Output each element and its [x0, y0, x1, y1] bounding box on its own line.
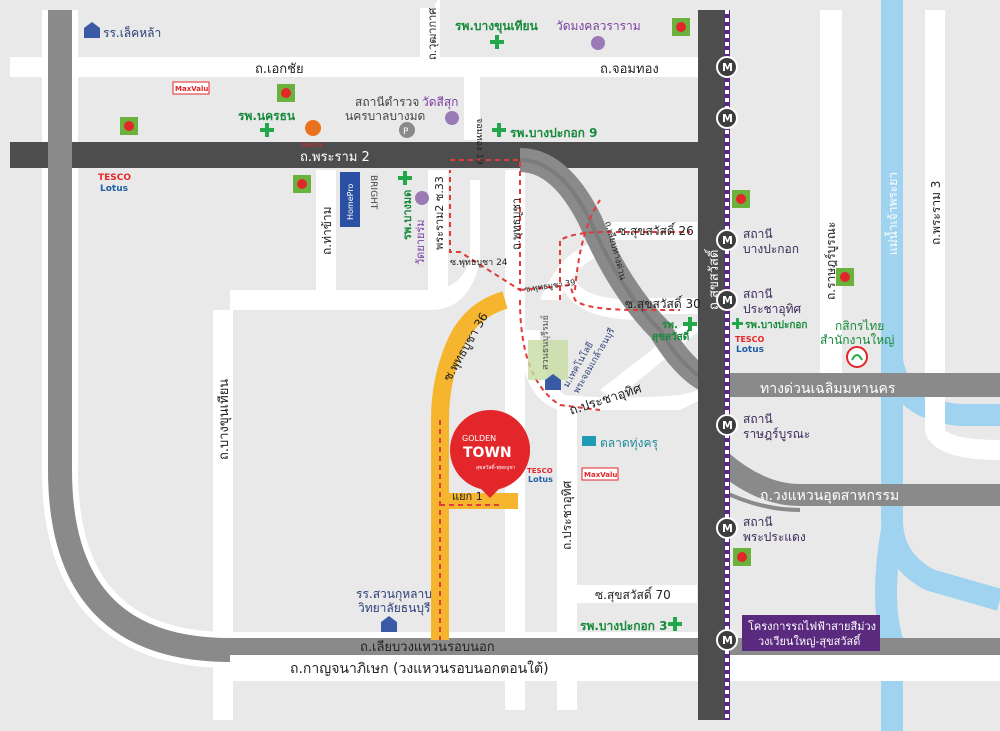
maxvalu-icon-2	[581, 467, 619, 481]
major-roads	[10, 10, 1000, 720]
svg-text:M: M	[722, 234, 733, 247]
road-kanchanaphisek: ถ.กาญจนาภิเษก (วงแหวนรอบนอกตอนใต้)	[290, 660, 549, 677]
hosp-nakhon: รพ.นครธน	[238, 109, 296, 123]
project-label-2: วงเวียนใหญ่-สุขสวัสดิ์	[758, 633, 862, 648]
river-label: แม่น้ำเจ้าพระยา	[884, 172, 900, 255]
school-suankularb-2: วิทยาลัยธนบุรี	[358, 601, 431, 616]
road-rama2soi33: พระราม2 ซ.33	[433, 176, 446, 250]
police-2: นครบาลบางมด	[345, 109, 425, 123]
road-liapwaeng: ถ.เลียบวงแหวนรอบนอก	[360, 639, 495, 655]
station-prachauthit-1: สถานี	[743, 287, 773, 301]
road-industrial-ring: ถ.วงแหวนอุตสาหกรรม	[760, 488, 899, 504]
purple-line-box	[742, 615, 880, 651]
hosp-bangpakok: รพ.บางปะกอก	[745, 319, 807, 331]
maxvalu-label-1: MaxValu	[175, 85, 208, 93]
tesco-2: TESCO	[527, 467, 553, 475]
road-thakham: ถ.ท่าข้าม	[320, 206, 334, 255]
road-expressway: ทางด่วนเฉลิมมหานคร	[760, 381, 896, 397]
police-icon	[399, 122, 415, 138]
golden-label: GOLDEN	[462, 434, 496, 443]
police-1: สถานีตำรวจ	[355, 95, 419, 109]
hosp-suksawat-2: สุขสวัสดิ์	[652, 329, 691, 343]
highlight-route	[431, 291, 508, 640]
svg-text:M: M	[722, 294, 733, 307]
svg-text:M: M	[722, 522, 733, 535]
school-lekla: รร.เล็คหล้า	[103, 25, 161, 40]
town-sub-label: สุขสวัสดิ์-พุทธบูชา	[476, 463, 516, 471]
homepro-label: HomePro	[346, 184, 355, 220]
road-ratburana: ถ.ราษฎร์บูรณะ	[824, 222, 839, 300]
wat-sisuk: วัดสีสุก	[422, 95, 458, 110]
station-bangpakok-1: สถานี	[743, 227, 773, 241]
road-chomthong: ถ.จอมทอง	[600, 62, 659, 77]
hosp-bangmot: รพ.บางมด	[401, 190, 414, 240]
station-bangpakok-2: บางปะกอก	[743, 242, 799, 256]
maxvalu-label-2: MaxValu	[584, 471, 617, 479]
lotus-2: Lotus	[528, 475, 553, 484]
road-bangkhunthian: ถ.บางขุนเทียน	[216, 379, 232, 460]
svg-text:M: M	[722, 112, 733, 125]
hosp-bangpakok3: รพ.บางปะกอก 3	[580, 619, 667, 633]
kasikorn-1: กสิกรไทย	[835, 319, 884, 333]
road-phutthabucha24: ซ.พุทธบูชา 24	[450, 258, 508, 268]
market-label: ตลาดทุ่งครุ	[600, 436, 658, 451]
kasikorn-icon	[846, 346, 868, 368]
road-ekkachai: ถ.เอกชัย	[255, 62, 304, 77]
wat-mongkhol: วัดมงคลวราราม	[556, 19, 641, 33]
svg-text:M: M	[722, 634, 733, 647]
central-label: Central	[301, 142, 323, 149]
metro-stations	[716, 56, 738, 651]
park-area	[528, 340, 568, 380]
road-chomthong19: จอมทอง 19	[474, 118, 484, 165]
bright-label: BRIGHT	[368, 175, 378, 210]
road-suksawat30: ซ.สุขสวัสดิ์ 30	[625, 295, 701, 312]
tesco-3: TESCO	[735, 335, 765, 344]
central-icon	[305, 120, 321, 136]
school-icons	[84, 22, 561, 632]
station-prachauthit-2: ประชาอุทิศ	[743, 302, 802, 317]
lotus-3: Lotus	[736, 345, 764, 355]
svg-text:P: P	[403, 127, 409, 137]
road-suksawat26: ซ.สุขสวัสดิ์ 26	[618, 222, 694, 239]
wat-yaiyrom: วัดยายร่ม	[414, 219, 427, 265]
market-icon	[582, 436, 596, 446]
road-wutthakat: ถ.วุฒากาศ	[426, 8, 439, 60]
access-route	[439, 159, 690, 640]
station-ratburana-2: ราษฎร์บูรณะ	[743, 427, 810, 442]
station-ratburana-1: สถานี	[743, 412, 773, 426]
hosp-suksawat-1: รพ.	[662, 320, 678, 331]
hosp-bangkhunthian: รพ.บางขุนเทียน	[455, 19, 539, 34]
road-rama3: ถ.พระราม 3	[929, 181, 943, 245]
bigc-icons	[120, 18, 854, 566]
school-suankularb-1: รร.สวนกุหลาบ	[356, 587, 432, 602]
town-label: TOWN	[463, 445, 512, 461]
hosp-bangpakok9: รพ.บางปะกอก 9	[510, 126, 597, 140]
svg-text:M: M	[722, 61, 733, 74]
homepro-icon	[340, 172, 360, 227]
road-prachauthit-v: ถ.ประชาอุทิศ	[560, 480, 575, 550]
hospital-icons	[260, 35, 743, 631]
station-phrapradaeng-1: สถานี	[743, 515, 773, 529]
temple-icons	[415, 36, 605, 205]
station-phrapradaeng-2: พระประแดง	[743, 530, 806, 544]
park-label: สวนธนบุรีรมย์	[539, 315, 551, 370]
tesco-1: TESCO	[98, 173, 131, 183]
svg-text:M: M	[722, 419, 733, 432]
maxvalu-icon-1	[172, 81, 210, 95]
project-marker[interactable]	[450, 410, 530, 498]
road-phutthabucha: ถ.พุทธบูชา	[510, 198, 523, 250]
river	[875, 0, 1000, 731]
lotus-1: Lotus	[100, 184, 128, 194]
junction-1-label: แยก 1	[452, 490, 483, 503]
road-rama2: ถ.พระราม 2	[300, 150, 370, 165]
road-suksawat70: ซ.สุขสวัสดิ์ 70	[595, 586, 671, 603]
project-label-1: โครงการรถไฟฟ้าสายสีม่วง	[748, 619, 876, 633]
kasikorn-2: สำนักงานใหญ่	[820, 333, 894, 347]
